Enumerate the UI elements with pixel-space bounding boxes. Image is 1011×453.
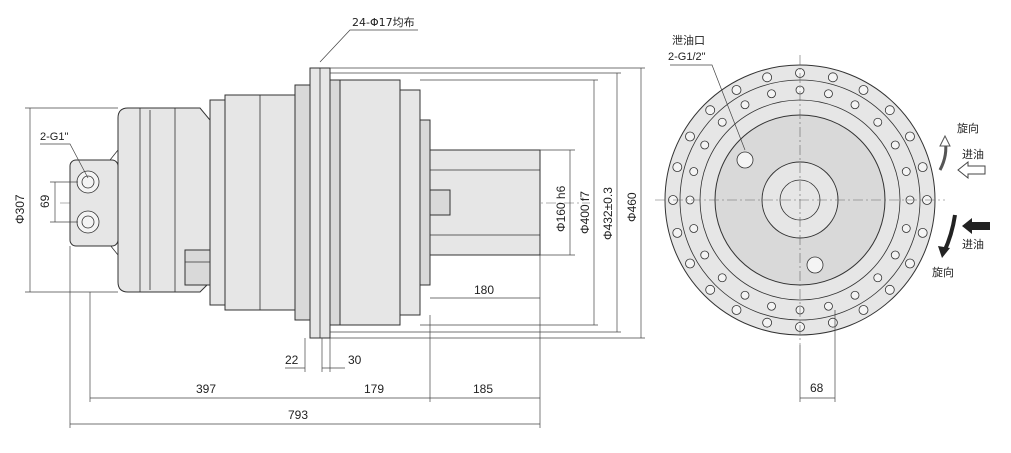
bolt-hole	[858, 305, 869, 315]
bolt-hole	[827, 317, 838, 328]
output-shaft	[429, 149, 541, 256]
bolt-hole	[824, 89, 833, 99]
bolt-hole	[858, 85, 869, 95]
rotation-arrow-bottom	[942, 214, 957, 253]
dim-d460: Φ460	[625, 192, 639, 222]
gear-housing-2	[339, 79, 431, 326]
rotation-label-bottom: 旋向	[932, 265, 954, 279]
bolt-hole	[827, 72, 838, 83]
front-view: 泄油口 2-G1/2" 旋向 进油 进油 旋向 68	[655, 33, 990, 402]
bolt-hole	[905, 131, 915, 142]
diameter-dimensions-right	[330, 67, 645, 339]
bolt-hole	[762, 317, 773, 328]
bolt-hole	[705, 105, 716, 116]
bolt-hole	[717, 273, 727, 283]
dim-d400: Φ400 f7	[578, 191, 592, 234]
drain-port-2	[806, 256, 824, 274]
dim-len185: 185	[473, 382, 493, 396]
rotation-label-top: 旋向	[957, 121, 979, 135]
length-dimensions	[69, 246, 541, 428]
bolt-hole	[873, 117, 883, 127]
bolt-hole	[890, 250, 900, 260]
bolt-hole	[700, 250, 710, 260]
side-view: 24-Φ17均布 2-G1" Φ307 69 Φ160 h6 Φ400 f7 Φ…	[13, 16, 645, 428]
drain-spec: 2-G1/2"	[668, 51, 706, 63]
bolt-hole	[884, 105, 895, 116]
mounting-flange	[309, 67, 341, 339]
bolt-hole	[824, 301, 833, 311]
bolt-hole	[717, 117, 727, 127]
bolt-hole	[917, 162, 928, 173]
bolt-hole	[884, 284, 895, 295]
bolt-hole	[672, 162, 683, 173]
bolt-hole	[689, 224, 699, 233]
diameter-dimensions-left	[25, 107, 118, 293]
dim-len22: 22	[285, 353, 299, 367]
inlet-arrow-bottom	[962, 218, 990, 234]
bolt-hole	[685, 258, 695, 269]
dim-d160: Φ160 h6	[554, 185, 568, 232]
drain-port-1	[736, 151, 754, 169]
inlet-label-top: 进油	[962, 147, 984, 161]
dim-len179: 179	[364, 382, 384, 396]
bolt-hole	[901, 167, 911, 176]
bolt-hole	[705, 284, 716, 295]
motor-body	[109, 107, 216, 293]
bolt-hole	[700, 140, 710, 150]
bolt-hole	[850, 100, 860, 110]
bolt-hole-callout: 24-Φ17均布	[352, 16, 415, 29]
bolt-hole	[850, 290, 860, 300]
port-leader	[40, 143, 89, 179]
bolt-hole	[740, 100, 750, 110]
bolt-hole	[731, 305, 742, 315]
bolt-hole	[901, 224, 911, 233]
dim-len397: 397	[196, 382, 216, 396]
bolt-hole	[767, 301, 776, 311]
gear-housing-1	[209, 84, 311, 321]
dim-d69: 69	[38, 194, 52, 208]
bolt-hole	[731, 85, 742, 95]
bolt-hole-leader	[319, 29, 418, 63]
drain-title: 泄油口	[672, 33, 705, 47]
dim-len793: 793	[288, 408, 308, 422]
front-bolt-circle-outer	[668, 68, 932, 332]
dim-len180: 180	[474, 283, 494, 297]
dim-d432: Φ432±0.3	[601, 187, 615, 240]
drain-leader	[670, 64, 746, 151]
dim-d307: Φ307	[13, 194, 27, 224]
bolt-hole	[890, 140, 900, 150]
dim-len30: 30	[348, 353, 362, 367]
manifold-block	[69, 159, 119, 247]
bolt-hole	[873, 273, 883, 283]
bolt-hole	[740, 290, 750, 300]
bolt-hole	[685, 131, 695, 142]
dim-d68: 68	[810, 381, 824, 395]
bolt-hole	[762, 72, 773, 83]
inlet-label-bottom: 进油	[962, 237, 984, 251]
bolt-hole	[672, 227, 683, 238]
bolt-hole	[917, 227, 928, 238]
bolt-hole	[905, 258, 915, 269]
bolt-hole	[689, 167, 699, 176]
bolt-hole	[767, 89, 776, 99]
port-callout: 2-G1"	[40, 131, 68, 143]
inlet-arrow-top	[957, 160, 986, 180]
